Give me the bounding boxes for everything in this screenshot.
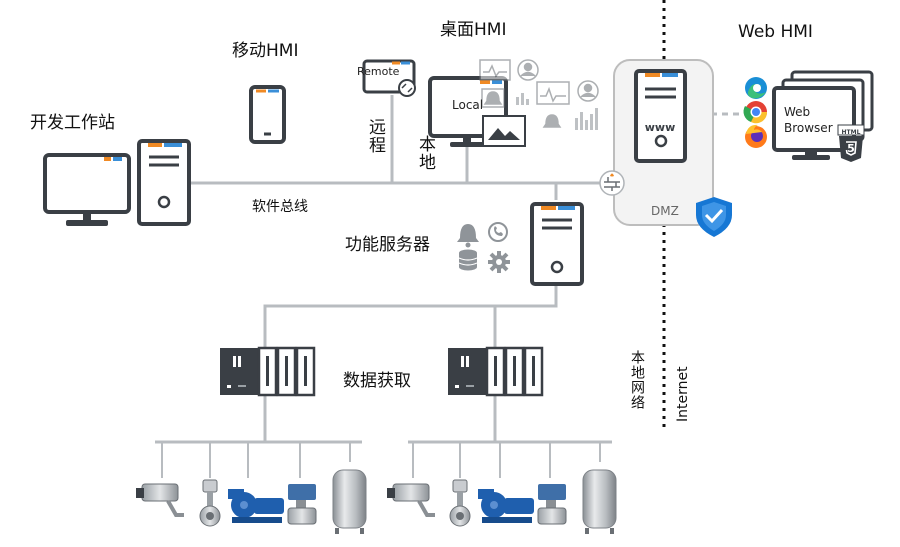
local-tag-label: Local — [452, 98, 484, 112]
data-acquisition-label: 数据获取 — [343, 371, 411, 391]
chrome-browser-icon — [743, 101, 768, 124]
web-server-tower — [634, 69, 687, 163]
local-vertical-label: 本地 — [415, 135, 435, 171]
trend-panel-icon — [479, 59, 511, 81]
valve-actuator-icon — [537, 484, 567, 525]
bell-clapper — [465, 242, 471, 248]
dmz-label: DMZ — [651, 204, 679, 218]
plc-rack-left — [220, 346, 316, 397]
remote-monitor — [362, 59, 416, 97]
pump-icon — [478, 489, 534, 523]
flow-meter-icon — [449, 479, 471, 527]
firefox-browser-icon — [745, 124, 767, 148]
local-network-label: 本地网络 — [629, 350, 645, 410]
tank-icon — [582, 469, 617, 534]
desktop-hmi-label: 桌面HMI — [440, 20, 507, 40]
web-browser-label-line1: Web — [784, 105, 811, 119]
bar-chart-icon — [516, 93, 529, 105]
server-function-icons — [457, 222, 510, 273]
valve-actuator-icon — [287, 484, 317, 525]
phone-icon — [488, 222, 508, 242]
firewall-icon — [599, 170, 625, 196]
html-badge-label: HTML — [842, 129, 861, 136]
bell-icon — [483, 91, 503, 105]
smartphone-icon — [249, 85, 286, 144]
software-bus-label: 软件总线 — [252, 199, 308, 215]
web-hmi-label: Web HMI — [738, 22, 813, 42]
bell-icon — [457, 224, 479, 242]
flow-meter-icon — [199, 479, 221, 527]
web-browser-label: Web Browser — [784, 104, 833, 136]
html5-icon — [837, 124, 865, 162]
field-devices-left — [136, 469, 367, 534]
html-five-label: 5 — [847, 142, 855, 155]
remote-tag-label: Remote — [357, 65, 400, 78]
dev-workstation-monitor — [43, 153, 131, 226]
hmi-widgets — [479, 59, 599, 130]
tank-icon — [332, 469, 367, 534]
dev-station-label: 开发工作站 — [30, 113, 115, 133]
shield-check-icon — [696, 197, 732, 237]
image-panel-icon — [482, 115, 526, 147]
camera-icon — [387, 483, 435, 517]
database-icon — [458, 249, 478, 271]
pump-icon — [228, 489, 284, 523]
internet-label: Internet — [675, 366, 691, 422]
function-server-tower — [530, 202, 584, 286]
plc-rack-right — [448, 346, 544, 397]
mobile-hmi-label: 移动HMI — [232, 41, 299, 61]
camera-icon — [136, 483, 184, 517]
www-label: www — [645, 121, 676, 134]
acq-left-link-line — [263, 286, 558, 348]
field-drops — [161, 442, 601, 478]
network-lines — [155, 95, 742, 444]
field-devices-right — [387, 469, 617, 534]
dev-workstation-tower — [137, 139, 191, 226]
gear-icon — [488, 251, 510, 273]
edge-browser-icon — [745, 77, 767, 99]
web-browser-label-line2: Browser — [784, 121, 833, 135]
function-server-label: 功能服务器 — [345, 235, 430, 255]
remote-vertical-label: 远程 — [365, 118, 385, 154]
